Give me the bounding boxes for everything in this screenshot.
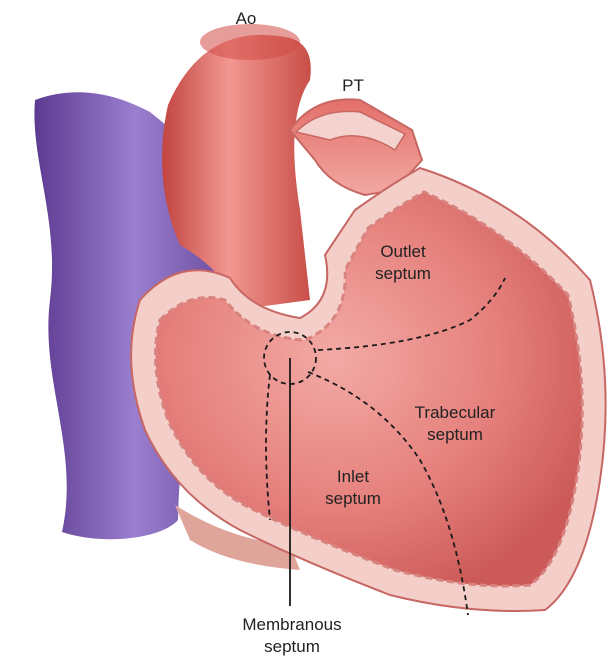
label-pt: PT <box>342 76 364 95</box>
label-inlet-septum-line2: septum <box>325 489 381 508</box>
label-membranous-septum-line2: septum <box>264 637 320 656</box>
aorta-lumen <box>200 24 300 60</box>
label-membranous-septum-line1: Membranous <box>242 615 341 634</box>
label-trabecular-septum-line1: Trabecular <box>415 403 496 422</box>
label-outlet-septum-line2: septum <box>375 264 431 283</box>
label-inlet-septum-line1: Inlet <box>337 467 369 486</box>
label-ao: Ao <box>236 9 257 28</box>
label-trabecular-septum-line2: septum <box>427 425 483 444</box>
label-outlet-septum-line1: Outlet <box>380 242 426 261</box>
